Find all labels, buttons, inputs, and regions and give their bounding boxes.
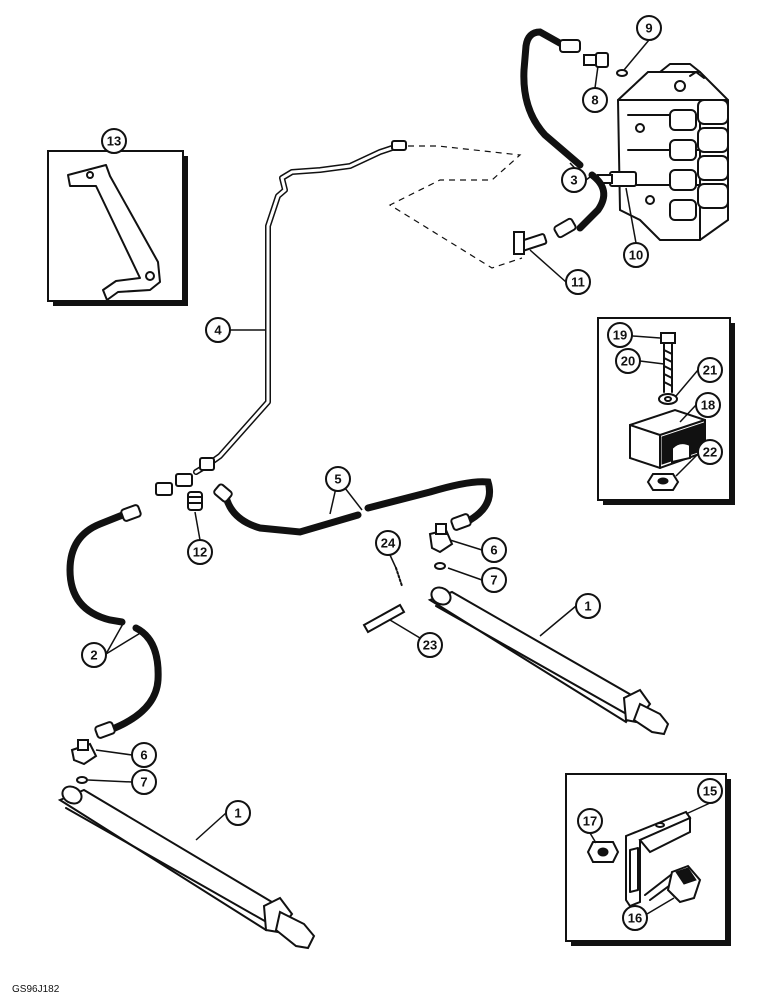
svg-text:12: 12: [193, 545, 207, 560]
rod-23: [362, 603, 406, 634]
callout-4: 4: [205, 317, 231, 343]
callout-23: 23: [417, 632, 443, 658]
svg-text:24: 24: [381, 536, 396, 551]
routing-dashed-line: [388, 145, 523, 269]
svg-text:20: 20: [621, 354, 635, 369]
hose-2: [66, 504, 162, 739]
svg-text:6: 6: [140, 748, 147, 763]
inset-bracket-13: [47, 150, 188, 306]
svg-text:8: 8: [591, 93, 598, 108]
elbow-6-upper: [428, 523, 454, 554]
callout-12: 12: [187, 539, 213, 565]
svg-text:21: 21: [703, 363, 717, 378]
svg-text:13: 13: [107, 134, 121, 149]
callout-17: 17: [577, 808, 603, 834]
hose-3: [520, 28, 608, 239]
o-ring-7-lower: [76, 776, 88, 784]
control-valve-10: [597, 63, 729, 241]
fitting-11: [513, 231, 548, 255]
leader-lines: [87, 39, 711, 915]
callout-7-upper: 7: [481, 567, 507, 593]
svg-text:9: 9: [645, 21, 652, 36]
svg-text:7: 7: [140, 775, 147, 790]
svg-text:7: 7: [490, 573, 497, 588]
callout-6-lower: 6: [131, 742, 157, 768]
callout-2: 2: [81, 642, 107, 668]
o-ring-9: [616, 69, 628, 77]
svg-text:22: 22: [703, 445, 717, 460]
callout-21: 21: [697, 357, 723, 383]
callout-8: 8: [582, 87, 608, 113]
cylinder-1-lower: [57, 785, 316, 950]
hose-5: [213, 478, 493, 536]
svg-text:10: 10: [629, 248, 643, 263]
svg-text:17: 17: [583, 814, 597, 829]
callout-19: 19: [607, 322, 633, 348]
callout-13: 13: [101, 128, 127, 154]
o-ring-7-upper: [434, 562, 446, 570]
callout-10: 10: [623, 242, 649, 268]
tube-4: [155, 140, 407, 496]
svg-text:5: 5: [334, 472, 341, 487]
svg-text:1: 1: [234, 806, 241, 821]
callout-18: 18: [695, 392, 721, 418]
callout-24: 24: [375, 530, 401, 556]
svg-text:19: 19: [613, 328, 627, 343]
fitting-12: [187, 491, 203, 511]
svg-text:16: 16: [628, 911, 642, 926]
svg-text:18: 18: [701, 398, 715, 413]
figure-code: GS96J182: [12, 984, 60, 995]
svg-text:4: 4: [214, 323, 222, 338]
callout-5: 5: [325, 466, 351, 492]
pin-24: [395, 567, 403, 587]
callout-1-upper: 1: [575, 593, 601, 619]
callout-1-lower: 1: [225, 800, 251, 826]
svg-text:23: 23: [423, 638, 437, 653]
elbow-6-lower: [70, 739, 98, 766]
callout-7-lower: 7: [131, 769, 157, 795]
callout-22: 22: [697, 439, 723, 465]
callout-6-upper: 6: [481, 537, 507, 563]
callout-3: 3: [561, 167, 587, 193]
svg-text:3: 3: [570, 173, 577, 188]
fitting-8: [583, 52, 609, 68]
cylinder-1-upper: [427, 586, 670, 736]
svg-text:11: 11: [571, 275, 585, 290]
svg-text:2: 2: [90, 648, 97, 663]
callout-11: 11: [565, 269, 591, 295]
callout-20: 20: [615, 348, 641, 374]
callout-9: 9: [636, 15, 662, 41]
svg-text:6: 6: [490, 543, 497, 558]
svg-text:15: 15: [703, 784, 717, 799]
callout-16: 16: [622, 905, 648, 931]
svg-text:1: 1: [584, 599, 591, 614]
callout-15: 15: [697, 778, 723, 804]
